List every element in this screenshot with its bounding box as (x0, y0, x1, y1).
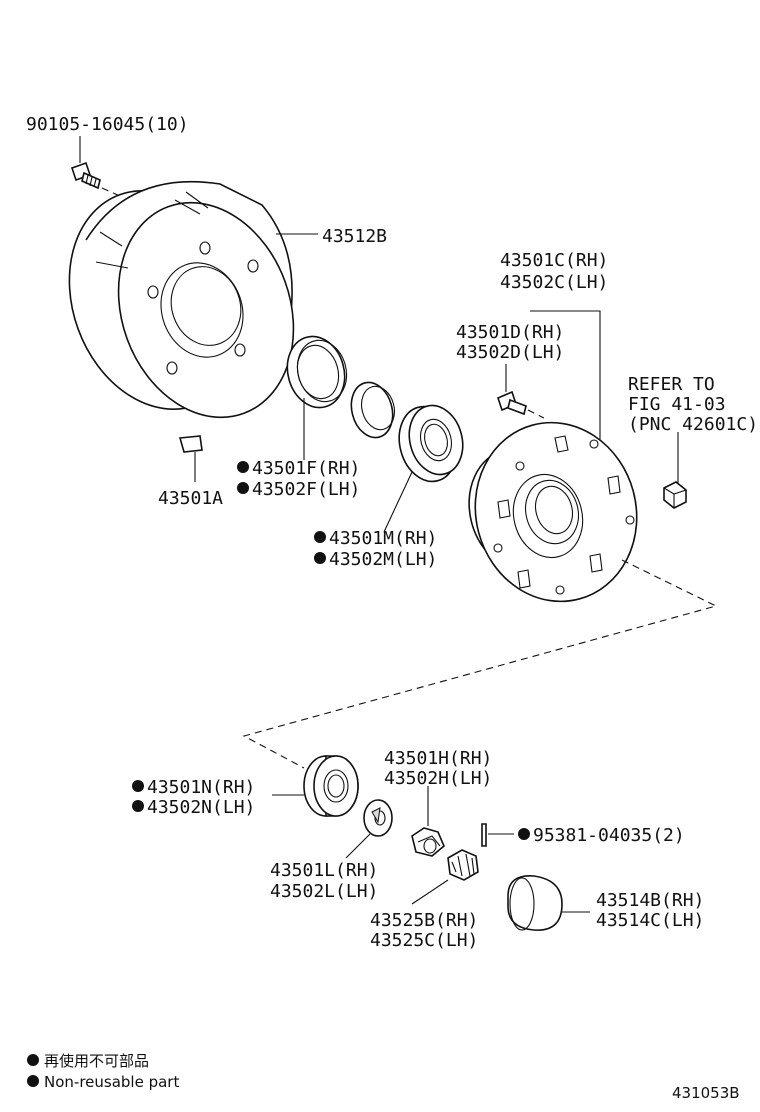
label-43501a: 43501A (158, 488, 223, 509)
label-43501d: 43501D(RH) (456, 322, 564, 343)
non-reusable-bullet (518, 828, 530, 840)
bearing-race-drawing (350, 381, 396, 439)
figure-code: 431053B (672, 1084, 740, 1102)
hub-nut-drawing (663, 432, 687, 509)
label-43501h: 43501H(RH) (384, 748, 492, 769)
non-reusable-bullet (132, 780, 144, 792)
label-43512b: 43512B (322, 226, 387, 247)
label-43501c: 43501C(RH) (500, 250, 608, 271)
inner-bearing-drawing (383, 404, 464, 533)
oil-seal-drawing (286, 335, 348, 460)
label-95381-04035: 95381-04035(2) (533, 825, 685, 846)
label-pnc-ref: (PNC 42601C) (628, 414, 758, 435)
label-fig-ref: FIG 41-03 (628, 394, 726, 415)
label-43501m: 43501M(RH) (329, 528, 437, 549)
non-reusable-bullet (314, 531, 326, 543)
non-reusable-bullet (237, 482, 249, 494)
label-43502n: 43502N(LH) (147, 797, 255, 818)
label-43502f: 43502F(LH) (252, 479, 360, 500)
legend-bullet (27, 1075, 39, 1087)
label-90105-16045: 90105-16045(10) (26, 114, 189, 135)
axle-hub-drawing (242, 310, 718, 769)
label-43525c: 43525C(LH) (370, 930, 478, 951)
hub-lock-nut-drawing (411, 786, 445, 857)
label-43525b: 43525B(RH) (370, 910, 478, 931)
label-43501n: 43501N(RH) (147, 777, 255, 798)
clip-43501a-drawing (178, 435, 203, 482)
label-43502h: 43502H(LH) (384, 768, 492, 789)
non-reusable-bullet (314, 552, 326, 564)
non-reusable-bullet (237, 461, 249, 473)
label-43502m: 43502M(LH) (329, 549, 437, 570)
nut-lock-cap-drawing (411, 849, 479, 905)
label-43501f: 43501F(RH) (252, 458, 360, 479)
label-43501l: 43501L(RH) (270, 860, 378, 881)
label-43514c: 43514C(LH) (596, 910, 704, 931)
non-reusable-bullet (132, 800, 144, 812)
label-43502c: 43502C(LH) (500, 272, 608, 293)
label-43514b: 43514B(RH) (596, 890, 704, 911)
label-43502l: 43502L(LH) (270, 881, 378, 902)
legend-non-reusable: Non-reusable part (44, 1073, 179, 1091)
outer-bearing-drawing (272, 755, 359, 817)
grease-cap-drawing (507, 875, 590, 931)
label-43502d: 43502D(LH) (456, 342, 564, 363)
brake-drum-drawing (68, 180, 318, 419)
legend-bullet (27, 1054, 39, 1066)
claw-washer-drawing (345, 799, 393, 859)
legend-japanese: 再使用不可部品 (44, 1052, 149, 1070)
hub-stud-drawing (497, 364, 545, 419)
hub-bolt-drawing (70, 161, 121, 197)
cotter-pin-drawing (481, 823, 514, 847)
label-refer-to: REFER TO (628, 374, 715, 395)
